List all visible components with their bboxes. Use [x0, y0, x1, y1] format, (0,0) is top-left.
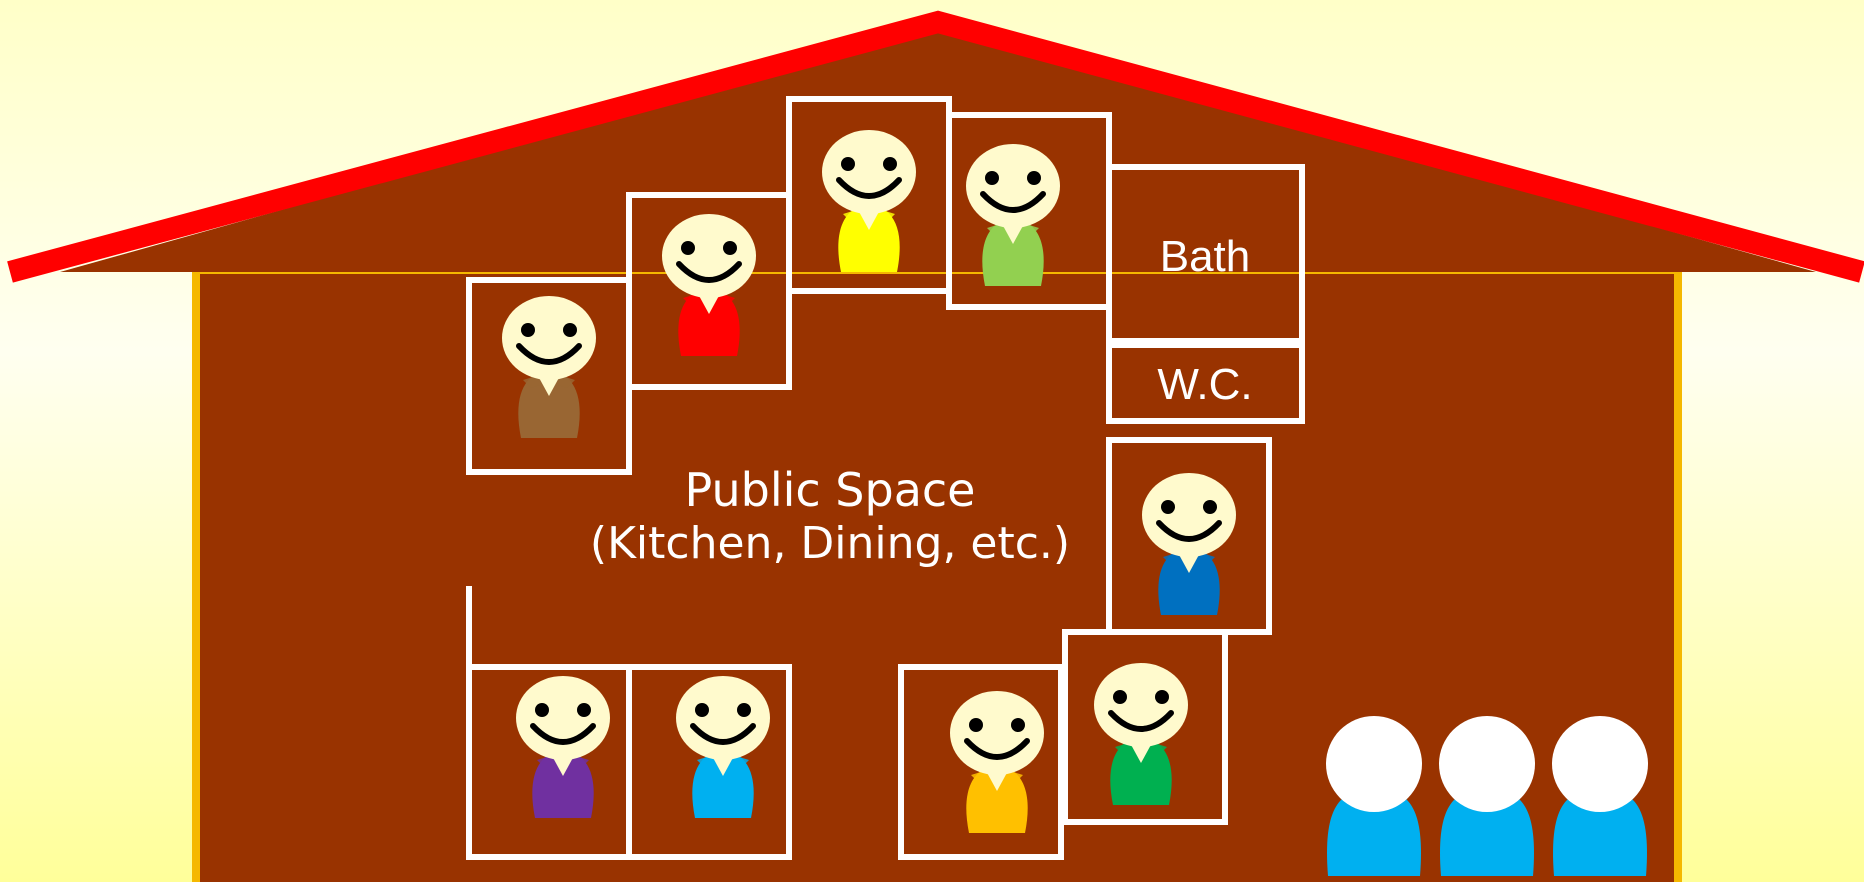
left-eye — [841, 157, 855, 171]
face — [822, 130, 916, 214]
room-walls — [466, 96, 1305, 860]
shirt — [692, 756, 754, 818]
smile — [530, 723, 596, 745]
room-wc — [1106, 342, 1305, 424]
smile — [1156, 520, 1222, 542]
resident-yellow — [822, 130, 916, 272]
shirt — [966, 771, 1028, 833]
face — [950, 691, 1044, 775]
right-eye — [563, 323, 577, 337]
smile — [690, 723, 756, 745]
left-eye — [1113, 690, 1127, 704]
visitor — [1326, 716, 1422, 876]
shirt — [838, 210, 900, 272]
face — [676, 676, 770, 760]
right-eye — [723, 241, 737, 255]
resident-lime — [966, 144, 1060, 286]
resident-skyblue — [676, 676, 770, 818]
face — [662, 214, 756, 298]
right-eye — [577, 703, 591, 717]
room-bath — [1106, 164, 1305, 344]
bath-label: Bath — [1160, 232, 1251, 281]
right-eye — [883, 157, 897, 171]
residents — [502, 130, 1236, 833]
shirt — [1158, 553, 1220, 615]
room-6 — [1062, 629, 1228, 825]
resident-orange — [950, 691, 1044, 833]
visitor — [1552, 716, 1648, 876]
shirt — [518, 376, 580, 438]
face — [1142, 473, 1236, 557]
left-eye — [1161, 500, 1175, 514]
resident-brown — [502, 296, 596, 438]
right-eye — [1011, 718, 1025, 732]
shirt — [1110, 743, 1172, 805]
right-eye — [1027, 171, 1041, 185]
smile — [836, 177, 902, 199]
left-eye — [521, 323, 535, 337]
face — [502, 296, 596, 380]
smile — [516, 343, 582, 365]
right-eye — [1155, 690, 1169, 704]
left-eye — [681, 241, 695, 255]
face — [1094, 663, 1188, 747]
public-space-sublabel: (Kitchen, Dining, etc.) — [590, 518, 1070, 569]
house-gable — [60, 26, 1816, 272]
left-eye — [985, 171, 999, 185]
shirt — [982, 224, 1044, 286]
roof — [7, 10, 1864, 283]
right-eye — [1203, 500, 1217, 514]
resident-green — [1094, 663, 1188, 805]
visitor-body — [1327, 788, 1421, 876]
left-eye — [695, 703, 709, 717]
right-eye — [737, 703, 751, 717]
resident-blue — [1142, 473, 1236, 615]
visitor-body — [1553, 788, 1647, 876]
visitors — [1326, 716, 1648, 876]
face — [516, 676, 610, 760]
shirt — [532, 756, 594, 818]
wc-label: W.C. — [1157, 360, 1252, 409]
left-eye — [535, 703, 549, 717]
house-wall — [192, 266, 1682, 882]
shirt — [678, 294, 740, 356]
resident-red — [662, 214, 756, 356]
visitor — [1439, 716, 1535, 876]
room-7 — [898, 664, 1064, 860]
smile — [964, 738, 1030, 760]
left-eye — [969, 718, 983, 732]
public-space-label: Public Space — [685, 463, 976, 517]
visitor-body — [1440, 788, 1534, 876]
resident-purple — [516, 676, 610, 818]
smile — [676, 261, 742, 283]
visitor-head — [1439, 716, 1535, 812]
visitor-head — [1326, 716, 1422, 812]
smile — [1108, 710, 1174, 732]
face — [966, 144, 1060, 228]
smile — [980, 191, 1046, 213]
visitor-head — [1552, 716, 1648, 812]
room-9 — [626, 664, 792, 860]
